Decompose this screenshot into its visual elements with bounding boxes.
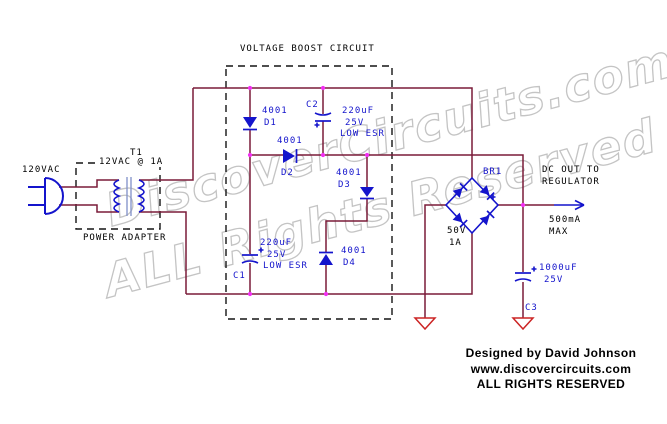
dc-out-label: DC OUT TO REGULATOR bbox=[542, 165, 600, 187]
c3-value-label: 1000uF 25V bbox=[539, 263, 578, 285]
d2-part-label: 4001 bbox=[277, 136, 303, 146]
bridge-plus-mark bbox=[490, 194, 496, 200]
junction-dots bbox=[247, 85, 526, 297]
capacitor-c2-icon bbox=[314, 112, 332, 128]
source-voltage-label: 120VAC bbox=[22, 165, 61, 175]
diode-d4-icon bbox=[319, 251, 333, 265]
diode-d3-icon bbox=[360, 187, 374, 200]
diode-d1-icon bbox=[243, 117, 257, 131]
dc-out-arrow-icon bbox=[554, 199, 585, 211]
output-rating-label: 500mA MAX bbox=[549, 215, 582, 237]
ground-icon-right bbox=[511, 317, 535, 331]
capacitor-c1-icon bbox=[241, 247, 264, 264]
voltage-boost-box bbox=[225, 65, 393, 320]
br1-ref-label: BR1 bbox=[483, 167, 503, 177]
c2-value-label: 220uF 25V LOW ESR bbox=[340, 106, 385, 139]
credits: Designed by David Johnson www.discoverci… bbox=[437, 346, 665, 393]
c2-ref-label: C2 bbox=[306, 100, 319, 110]
transformer-icon bbox=[113, 177, 145, 216]
power-adapter-box-label: POWER ADAPTER bbox=[83, 233, 167, 243]
boost-circuit-title: VOLTAGE BOOST CIRCUIT bbox=[240, 44, 375, 54]
br1-rating-label: 50V 1A bbox=[447, 226, 467, 248]
wires bbox=[59, 87, 554, 318]
ground-icon-left bbox=[413, 317, 437, 331]
transformer-ref-label: T1 bbox=[130, 148, 143, 158]
diode-d2-icon bbox=[283, 149, 298, 163]
credit-rights: ALL RIGHTS RESERVED bbox=[476, 377, 626, 391]
d2-ref-label: D2 bbox=[281, 168, 294, 178]
capacitor-c3-icon bbox=[514, 266, 537, 282]
c1-ref-label: C1 bbox=[233, 271, 246, 281]
d1-label: 4001 D1 bbox=[262, 106, 288, 128]
ac-plug-icon bbox=[28, 177, 64, 215]
transformer-spec-label: 12VAC @ 1A bbox=[97, 157, 166, 167]
bridge-rectifier-icon bbox=[444, 176, 500, 235]
credit-website: www.discovercircuits.com bbox=[470, 361, 632, 376]
credit-designer: Designed by David Johnson bbox=[465, 346, 637, 360]
c3-ref-label: C3 bbox=[525, 303, 538, 313]
d3-label: 4001 D3 bbox=[336, 168, 362, 190]
c1-value-label: 220uF 25V LOW ESR bbox=[260, 238, 308, 271]
d4-label: 4001 D4 bbox=[341, 246, 367, 268]
